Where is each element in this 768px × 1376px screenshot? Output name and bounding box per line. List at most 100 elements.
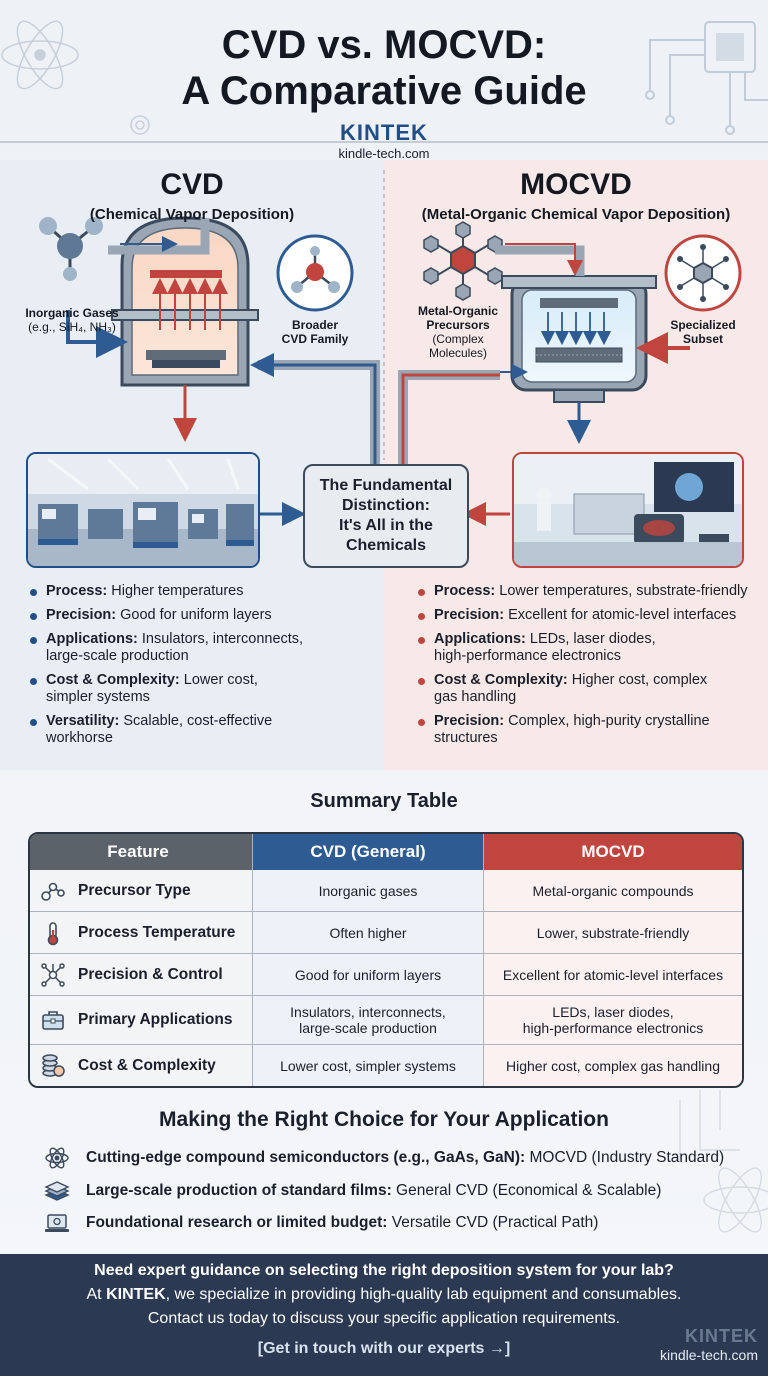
- footer-line-2: At KINTEK, we specialize in providing hi…: [0, 1286, 768, 1304]
- distinction-line-3: It's All in the: [339, 517, 433, 534]
- specialized-subset-label: Specialized Subset: [658, 318, 748, 346]
- bullet-text-continued: large-scale production: [46, 648, 189, 664]
- gas-label-line-2: (e.g., SiH₄, NH₃): [28, 320, 116, 334]
- brand-url: kindle-tech.com: [338, 146, 430, 161]
- bullet-term: Applications:: [434, 631, 526, 647]
- feature-label: Process Temperature: [78, 923, 236, 941]
- choice-title: Making the Right Choice for Your Applica…: [159, 1108, 609, 1131]
- precursor-label-line-4: Molecules): [428, 346, 488, 360]
- table-header-row: Feature CVD (General) MOCVD: [30, 834, 742, 870]
- choice-recommendation: Versatile CVD (Practical Path): [387, 1214, 599, 1231]
- bullet-term: Precision:: [46, 607, 117, 623]
- feature-cell: Precision & Control: [30, 954, 252, 995]
- laptop-icon: [44, 1210, 86, 1236]
- bullet-term: Cost & Complexity:: [434, 672, 568, 688]
- footer-brand-url: kindle-tech.com: [659, 1347, 758, 1363]
- feature-label: Cost & Complexity: [78, 1056, 216, 1074]
- inorganic-gases-label: Inorganic Gases (e.g., SiH₄, NH₃): [14, 306, 130, 334]
- bullet-text-continued: workhorse: [46, 730, 113, 746]
- metal-organic-precursors-label: Metal-Organic Precursors (Complex Molecu…: [408, 304, 508, 360]
- cvd-value: Insulators, interconnects,: [290, 1004, 446, 1020]
- title-line-1: CVD vs. MOCVD:: [221, 23, 547, 67]
- cvd-factory-image: [26, 452, 260, 568]
- bullet-item: Process: Lower temperatures, substrate-f…: [416, 583, 761, 600]
- footer-prefix: At: [86, 1286, 107, 1303]
- family-label-line-2: CVD Family: [281, 332, 349, 346]
- cvd-header: CVD (Chemical Vapor Deposition): [0, 168, 384, 223]
- cvd-value: Good for uniform layers: [294, 966, 442, 983]
- mocvd-subtitle: (Metal-Organic Chemical Vapor Deposition…: [421, 206, 731, 223]
- mocvd-value: Lower, substrate-friendly: [536, 924, 690, 941]
- choice-scenario: Foundational research or limited budget:: [86, 1214, 388, 1231]
- mocvd-cell: Higher cost, complex gas handling: [483, 1045, 742, 1086]
- footer-brand-logo: KINTEK: [685, 1326, 758, 1346]
- network-icon: [40, 962, 78, 988]
- bullet-text: Higher temperatures: [111, 583, 244, 599]
- bullet-item: Precision: Complex, high-purity crystall…: [416, 713, 761, 747]
- gas-label-line-1: Inorganic Gases: [25, 306, 119, 320]
- choice-recommendation: MOCVD (Industry Standard): [525, 1149, 725, 1166]
- coins-icon: [40, 1053, 78, 1079]
- cvd-subtitle: (Chemical Vapor Deposition): [89, 206, 295, 223]
- mocvd-cell: LEDs, laser diodes,high-performance elec…: [483, 996, 742, 1044]
- bullet-term: Process:: [46, 583, 108, 599]
- footer-line-3: Contact us today to discuss your specifi…: [147, 1310, 621, 1327]
- family-label-line-1: Broader: [291, 318, 338, 332]
- footer-brand: KINTEK kindle-tech.com: [660, 1326, 758, 1363]
- bullet-item: Applications: LEDs, laser diodes,high-pe…: [416, 631, 761, 665]
- fundamental-distinction-box: The Fundamental Distinction: It's All in…: [303, 464, 469, 568]
- mocvd-cell: Lower, substrate-friendly: [483, 912, 742, 953]
- atom-icon: [44, 1145, 86, 1171]
- bullet-text: Good for uniform layers: [120, 607, 272, 623]
- brand-logo: KINTEK: [340, 120, 428, 145]
- layers-icon: [44, 1178, 86, 1204]
- metal-organic-molecule-icon: [423, 221, 503, 301]
- subset-label-line-1: Specialized: [670, 318, 736, 332]
- choice-scenario: Cutting-edge compound semiconductors (e.…: [86, 1149, 526, 1166]
- summary-title: Summary Table: [310, 790, 458, 812]
- bullet-item: Precision: Good for uniform layers: [28, 607, 368, 624]
- feature-cell: Precursor Type: [30, 870, 252, 911]
- bullet-text-continued: high-performance electronics: [434, 648, 621, 664]
- bullet-text: Excellent for atomic-level interfaces: [508, 607, 737, 623]
- subset-label-line-2: Subset: [682, 332, 723, 346]
- bullet-text-continued: simpler systems: [46, 689, 150, 705]
- bullet-text: Complex, high-purity crystalline: [508, 713, 710, 729]
- mocvd-reactor-icon: [501, 275, 657, 444]
- page-title: CVD vs. MOCVD: A Comparative Guide: [0, 22, 768, 114]
- choice-scenario: Large-scale production of standard films…: [86, 1182, 392, 1199]
- bullet-text: LEDs, laser diodes,: [529, 631, 656, 647]
- bullet-term: Precision:: [434, 713, 505, 729]
- mocvd-cell: Excellent for atomic-level interfaces: [483, 954, 742, 995]
- cvd-value: Lower cost, simpler systems: [280, 1057, 456, 1074]
- feature-label: Primary Applications: [78, 1011, 233, 1028]
- precursor-label-line-2: Precursors: [426, 318, 490, 332]
- cvd-cell: Insulators, interconnects,large-scale pr…: [252, 996, 483, 1044]
- footer-line-1: Need expert guidance on selecting the ri…: [94, 1262, 674, 1279]
- title-line-2: A Comparative Guide: [181, 69, 587, 113]
- distinction-line-4: Chemicals: [345, 537, 427, 554]
- bullet-text: Higher cost, complex: [571, 672, 708, 688]
- cvd-cell: Lower cost, simpler systems: [252, 1045, 483, 1086]
- summary-table: Feature CVD (General) MOCVD Precursor Ty…: [28, 832, 744, 1088]
- cvd-cell: Good for uniform layers: [252, 954, 483, 995]
- circuit-deco-icon: [645, 21, 768, 135]
- molecule-circle-icon: [276, 234, 354, 312]
- bullet-term: Cost & Complexity:: [46, 672, 180, 688]
- mocvd-value-continued: high-performance electronics: [522, 1020, 704, 1036]
- bullet-text: Scalable, cost-effective: [123, 713, 273, 729]
- process-diagram: [39, 170, 742, 530]
- mocvd-value: Excellent for atomic-level interfaces: [502, 966, 724, 983]
- choice-item: Cutting-edge compound semiconductors (e.…: [44, 1145, 724, 1171]
- table-row: Cost & Complexity Lower cost, simpler sys…: [30, 1044, 742, 1086]
- header-mocvd: MOCVD: [483, 834, 742, 870]
- mocvd-title: MOCVD: [520, 168, 632, 201]
- bullet-text-continued: structures: [434, 730, 498, 746]
- bullet-term: Applications:: [46, 631, 138, 647]
- contact-experts-link[interactable]: [Get in touch with our experts →]: [257, 1340, 511, 1357]
